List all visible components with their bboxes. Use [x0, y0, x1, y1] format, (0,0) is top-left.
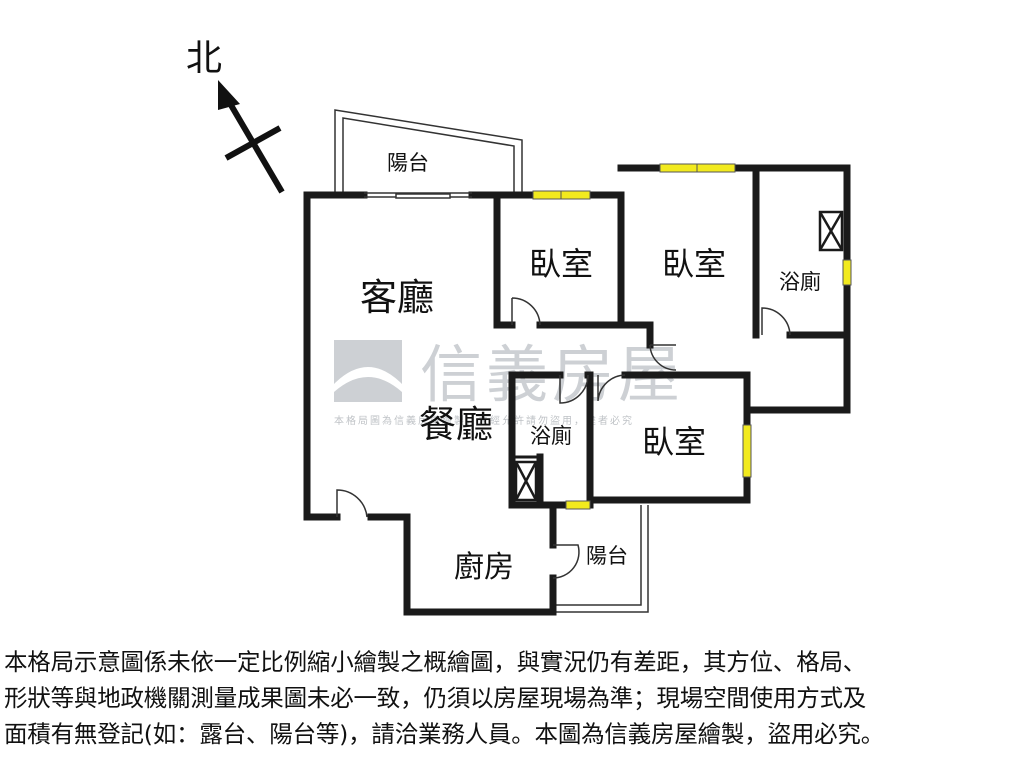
balcony-kitchen-label: 陽台: [586, 544, 628, 568]
bedroom-2-label: 臥室: [662, 245, 726, 283]
disclaimer-line-3: 面積有無登記(如：露台、陽台等)，請洽業務人員。本圖為信義房屋繪製，盜用必究。: [4, 720, 885, 748]
balcony-top-label: 陽台: [387, 151, 429, 175]
disclaimer-line-1: 本格局示意圖係未依一定比例縮小繪製之概繪圖，與實況仍有差距，其方位、格局、: [4, 648, 867, 676]
watermark-notice: 本格局圖為信義房屋繪製，未經允許請勿盜用，違者必究: [334, 414, 634, 427]
bedroom-3-label: 臥室: [642, 423, 706, 461]
duct-icon: [514, 210, 844, 502]
living-room-label: 客廳: [360, 276, 434, 319]
dining-room-label: 餐廳: [419, 403, 493, 446]
windows: [532, 163, 852, 510]
disclaimer-line-2: 形狀等與地政機關測量成果圖未必一致，仍須以房屋現場為準；現場空間使用方式及: [4, 684, 867, 712]
bedroom-1-label: 臥室: [529, 245, 593, 283]
north-arrow-icon: [218, 80, 285, 194]
disclaimer: 本格局示意圖係未依一定比例縮小繪製之概繪圖，與實況仍有差距，其方位、格局、 形狀…: [4, 644, 1020, 752]
bathroom-2-label: 浴廁: [530, 424, 572, 448]
kitchen-label: 廚房: [454, 550, 514, 585]
north-label: 北: [186, 38, 222, 79]
doors: [336, 297, 791, 579]
floor-plan: 北 信義房屋 本格局圖為信義房屋繪製，未經允許請勿盜用，違者必究: [186, 38, 852, 616]
balcony-kitchen-outline: [553, 505, 649, 613]
balcony-top-outline: [334, 109, 523, 195]
sliding-door: [364, 192, 472, 199]
walls: [303, 164, 851, 616]
bathroom-1-label: 浴廁: [779, 270, 821, 294]
